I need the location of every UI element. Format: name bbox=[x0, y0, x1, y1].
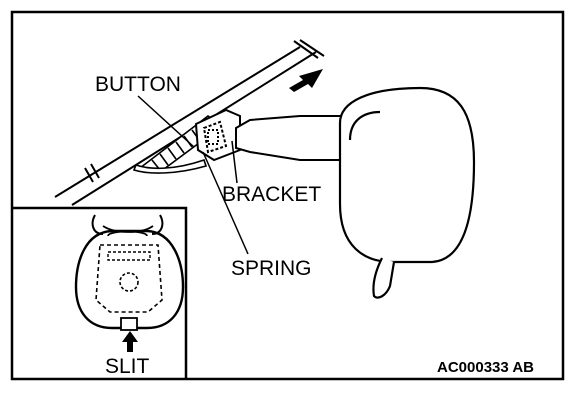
slit-notch bbox=[120, 317, 138, 331]
sun-visor bbox=[338, 86, 476, 299]
figure-id: AC000333 AB bbox=[437, 359, 534, 376]
button-label: BUTTON bbox=[95, 73, 181, 96]
leader-lines bbox=[137, 95, 249, 255]
spring-label: SPRING bbox=[231, 257, 312, 280]
slit-arrow bbox=[122, 331, 138, 352]
direction-arrow bbox=[289, 69, 323, 92]
inset-detail: SLIT bbox=[12, 206, 188, 379]
visor-arm bbox=[235, 115, 358, 161]
clip-center-circle bbox=[119, 272, 139, 292]
bracket-label: BRACKET bbox=[222, 183, 321, 206]
outer-frame bbox=[10, 10, 565, 381]
clip-inner-dashed bbox=[95, 244, 163, 313]
clip-outline bbox=[74, 229, 185, 330]
slit-label: SLIT bbox=[105, 355, 150, 378]
